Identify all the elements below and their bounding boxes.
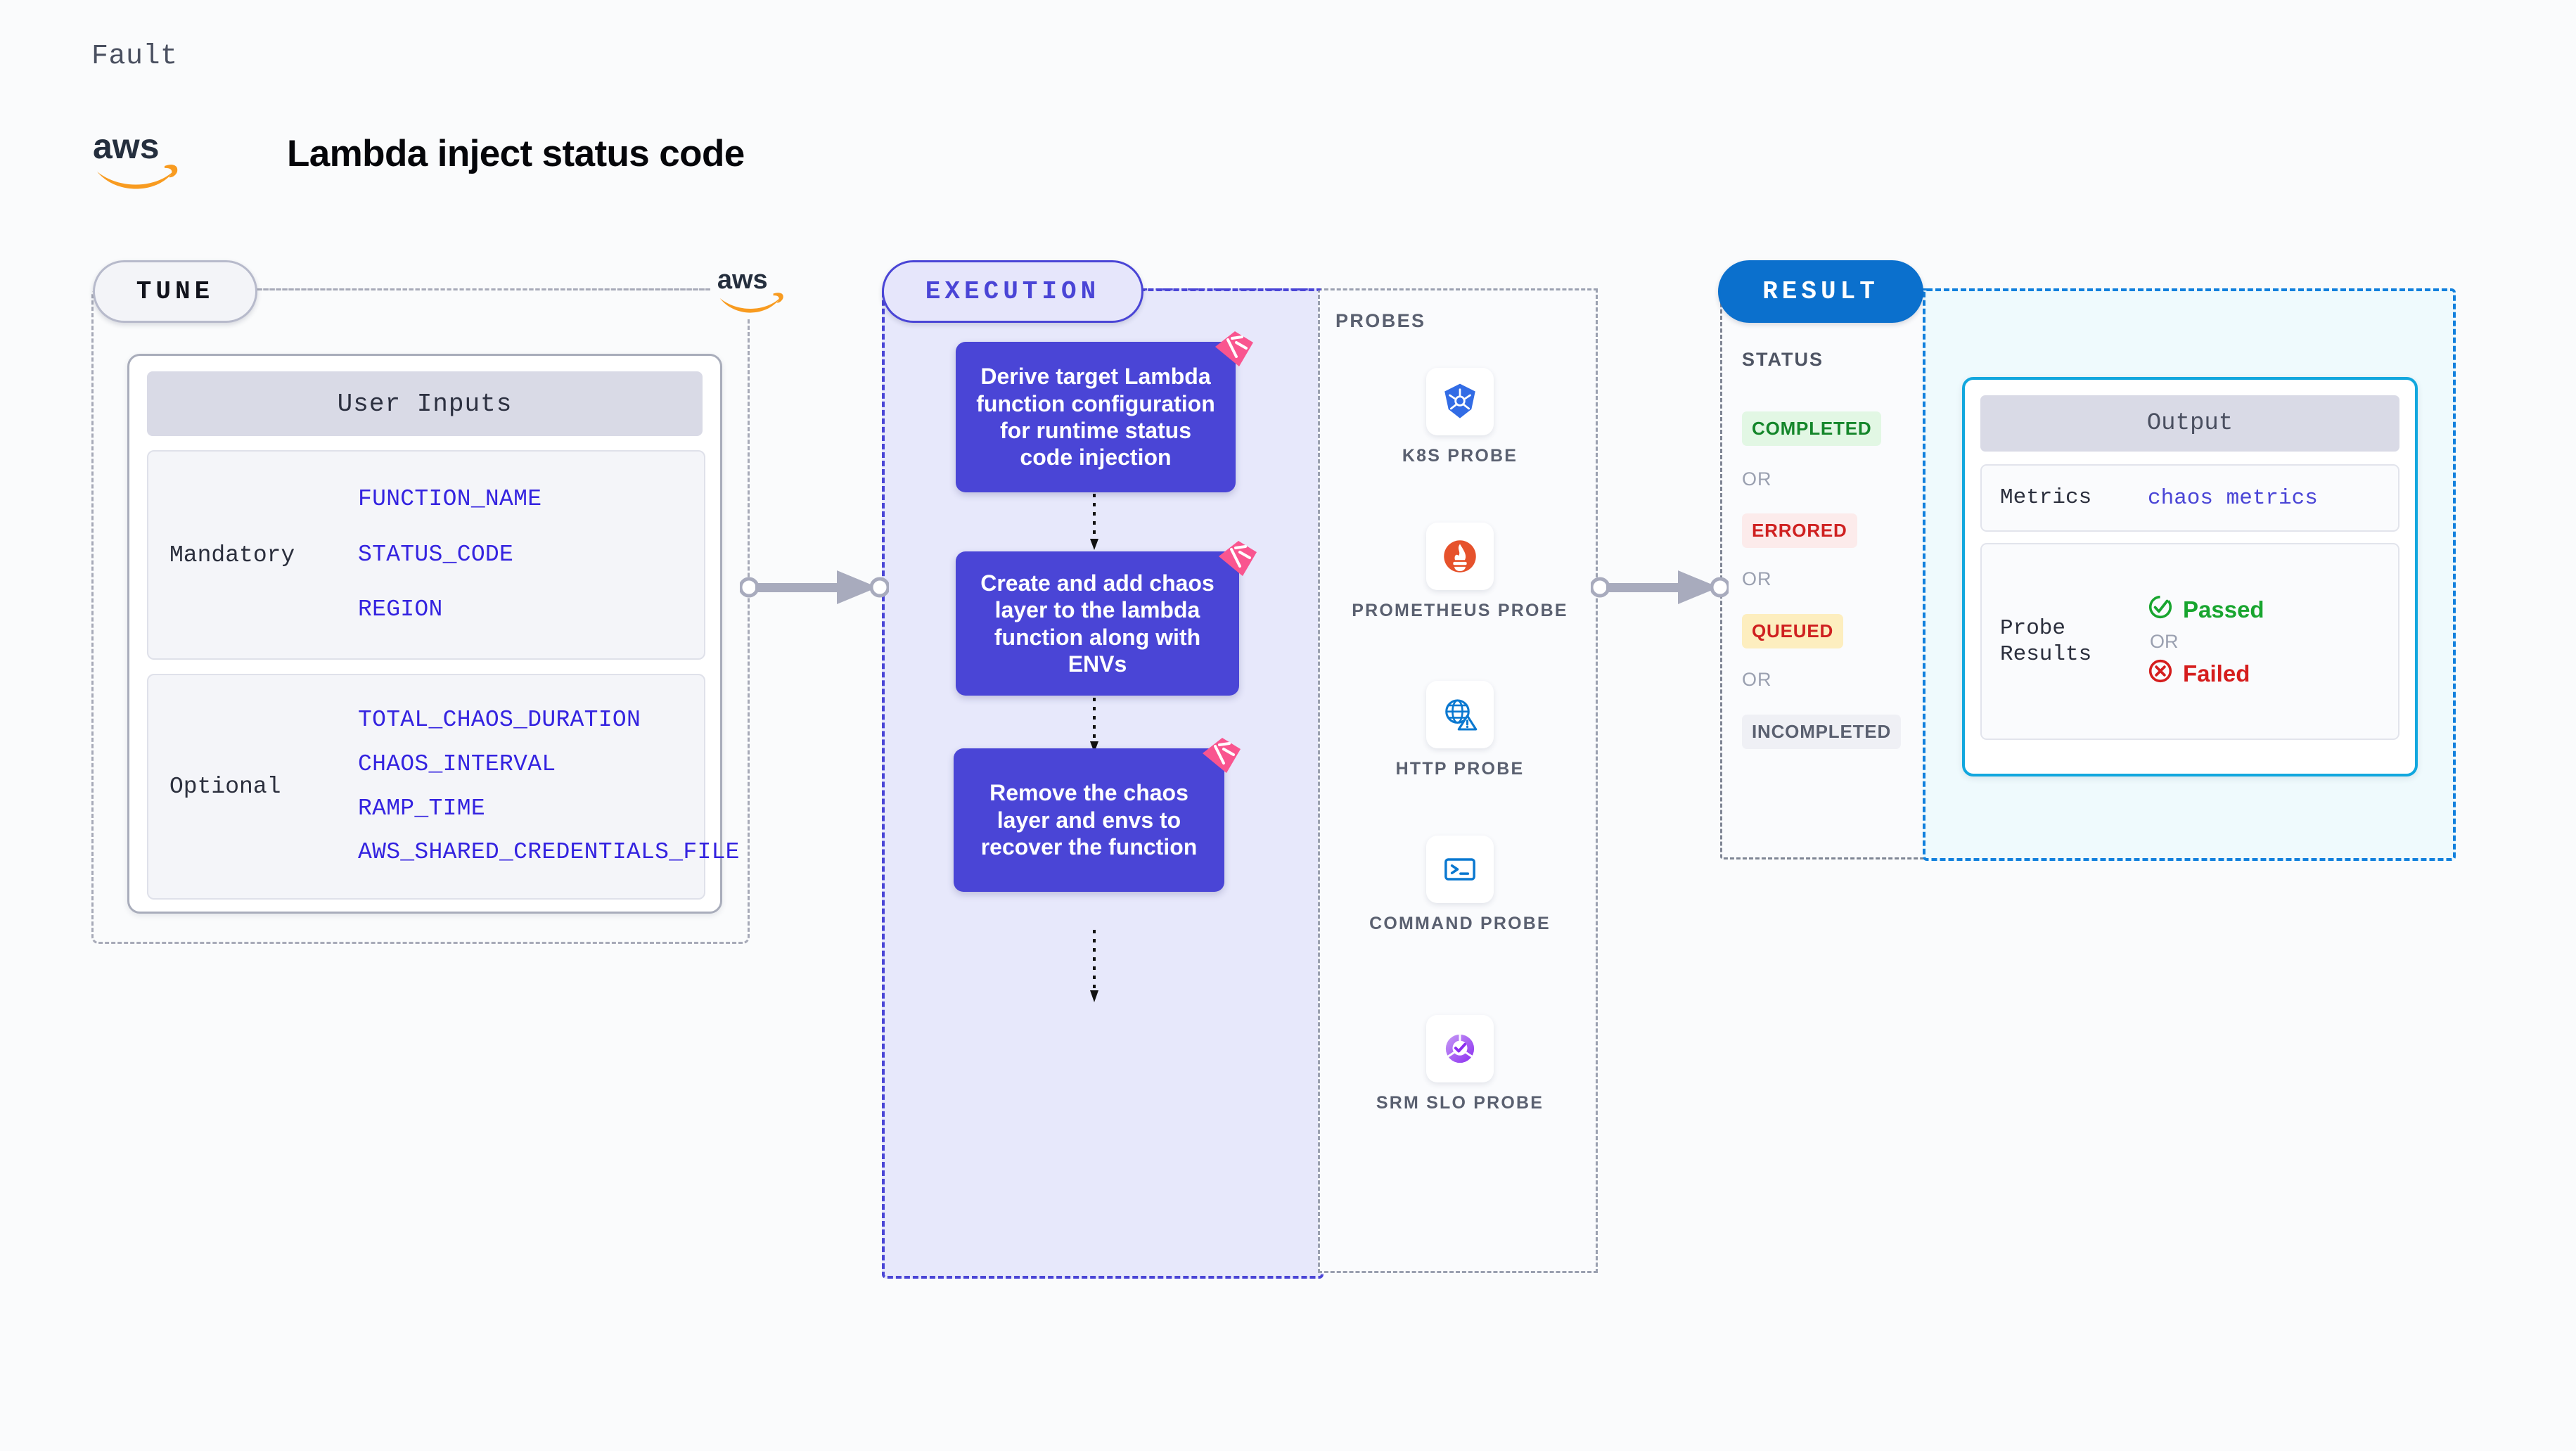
param-aws-shared-credentials-file[interactable]: AWS_SHARED_CREDENTIALS_FILE	[358, 839, 740, 866]
section-badge-tune[interactable]: TUNE	[93, 260, 257, 323]
execution-arrow-2	[1090, 698, 1098, 754]
connector-tune-to-execution	[738, 566, 890, 608]
execution-arrow-3	[1090, 930, 1098, 1004]
section-badge-result[interactable]: RESULT	[1718, 260, 1923, 323]
section-badge-execution[interactable]: EXECUTION	[882, 260, 1143, 323]
status-badge-incompleted: INCOMPLETED	[1742, 715, 1902, 749]
probe-result-passed: Passed	[2148, 594, 2264, 625]
param-total-chaos-duration[interactable]: TOTAL_CHAOS_DURATION	[358, 706, 641, 733]
param-ramp-time[interactable]: RAMP_TIME	[358, 795, 485, 822]
execution-leader-line	[1136, 288, 1321, 290]
status-badge-queued: QUEUED	[1742, 614, 1844, 648]
tune-panel: User Inputs Mandatory FUNCTION_NAME STAT…	[91, 288, 750, 944]
execution-step-3[interactable]: Remove the chaos layer and envs to recov…	[954, 748, 1224, 892]
probe-results-label: Probe Results	[2000, 615, 2092, 667]
page-title: Lambda inject status code	[287, 133, 745, 174]
probe-label-prometheus: PROMETHEUS PROBE	[1352, 601, 1568, 620]
metrics-value[interactable]: chaos metrics	[2148, 485, 2318, 511]
prometheus-icon	[1426, 523, 1494, 590]
terminal-icon	[1426, 836, 1494, 903]
probe-result-failed: Failed	[2148, 658, 2264, 689]
probe-item-http[interactable]: HTTP PROBE	[1320, 681, 1600, 780]
param-group-mandatory: Mandatory FUNCTION_NAME STATUS_CODE REGI…	[147, 450, 705, 660]
probe-item-k8s[interactable]: K8S PROBE	[1320, 368, 1600, 467]
probe-item-command[interactable]: COMMAND PROBE	[1320, 836, 1600, 935]
probes-panel: PROBES K8S PROBE	[1318, 288, 1598, 1273]
execution-arrow-1	[1090, 494, 1098, 551]
param-list-optional: TOTAL_CHAOS_DURATION CHAOS_INTERVAL RAMP…	[358, 698, 740, 876]
probe-item-prometheus[interactable]: PROMETHEUS PROBE	[1320, 523, 1600, 622]
probe-label-k8s: K8S PROBE	[1402, 446, 1518, 466]
connector-execution-to-result	[1589, 566, 1731, 608]
probe-item-srm-slo[interactable]: SRM SLO PROBE	[1320, 1015, 1600, 1114]
srm-slo-icon	[1426, 1015, 1494, 1082]
execution-step-2[interactable]: Create and add chaos layer to the lambda…	[956, 551, 1239, 696]
svg-text:aws: aws	[717, 265, 768, 295]
page-header: Fault aws Lambda inject status code	[91, 41, 935, 189]
metrics-label: Metrics	[2000, 485, 2092, 511]
http-globe-warning-icon	[1426, 681, 1494, 748]
param-chaos-interval[interactable]: CHAOS_INTERVAL	[358, 750, 556, 777]
param-list-mandatory: FUNCTION_NAME STATUS_CODE REGION	[358, 472, 542, 639]
status-or-label: OR	[1742, 669, 1772, 690]
fault-kind-label: Fault	[91, 41, 178, 72]
probes-title: PROBES	[1335, 310, 1426, 331]
user-inputs-title: User Inputs	[147, 371, 703, 436]
status-or-label: OR	[1742, 468, 1772, 490]
probe-label-srm-slo: SRM SLO PROBE	[1376, 1093, 1544, 1113]
probe-label-http: HTTP PROBE	[1395, 759, 1525, 779]
execution-panel: Derive target Lambda function configurat…	[882, 288, 1324, 1279]
status-title: STATUS	[1742, 349, 1824, 370]
param-group-label-optional: Optional	[169, 774, 281, 800]
output-row-probe-results: Probe Results Passed OR	[1980, 543, 2399, 740]
probe-failed-label: Failed	[2183, 660, 2250, 686]
status-badge-completed: COMPLETED	[1742, 411, 1882, 446]
result-status-panel: STATUS COMPLETED OR ERRORED OR QUEUED OR…	[1720, 288, 1927, 859]
param-region[interactable]: REGION	[358, 596, 443, 623]
check-circle-icon	[2148, 594, 2173, 625]
x-circle-icon	[2148, 658, 2173, 689]
param-function-name[interactable]: FUNCTION_NAME	[358, 485, 542, 512]
param-group-optional: Optional TOTAL_CHAOS_DURATION CHAOS_INTE…	[147, 674, 740, 900]
aws-logo: aws	[91, 125, 183, 192]
kubernetes-icon	[1426, 368, 1494, 435]
svg-text:aws: aws	[93, 127, 160, 166]
probe-passed-label: Passed	[2183, 596, 2264, 622]
execution-step-1[interactable]: Derive target Lambda function configurat…	[956, 342, 1236, 492]
param-group-label-mandatory: Mandatory	[169, 542, 295, 568]
aws-logo-badge: aws	[710, 257, 793, 319]
result-output-panel: Output Metrics chaos metrics Probe Resul…	[1923, 288, 2456, 861]
status-badge-errored: ERRORED	[1742, 513, 1857, 548]
output-title: Output	[1980, 395, 2399, 452]
probe-results-values: Passed OR Failed	[2148, 592, 2264, 691]
output-row-metrics: Metrics chaos metrics	[1980, 464, 2399, 532]
output-card: Output Metrics chaos metrics Probe Resul…	[1962, 377, 2418, 776]
user-inputs-card: User Inputs Mandatory FUNCTION_NAME STAT…	[127, 354, 740, 914]
status-or-label: OR	[1742, 568, 1772, 589]
tune-leader-line	[252, 288, 716, 290]
probe-or-label: OR	[2150, 630, 2179, 652]
probe-label-command: COMMAND PROBE	[1369, 914, 1551, 933]
param-status-code[interactable]: STATUS_CODE	[358, 541, 514, 568]
